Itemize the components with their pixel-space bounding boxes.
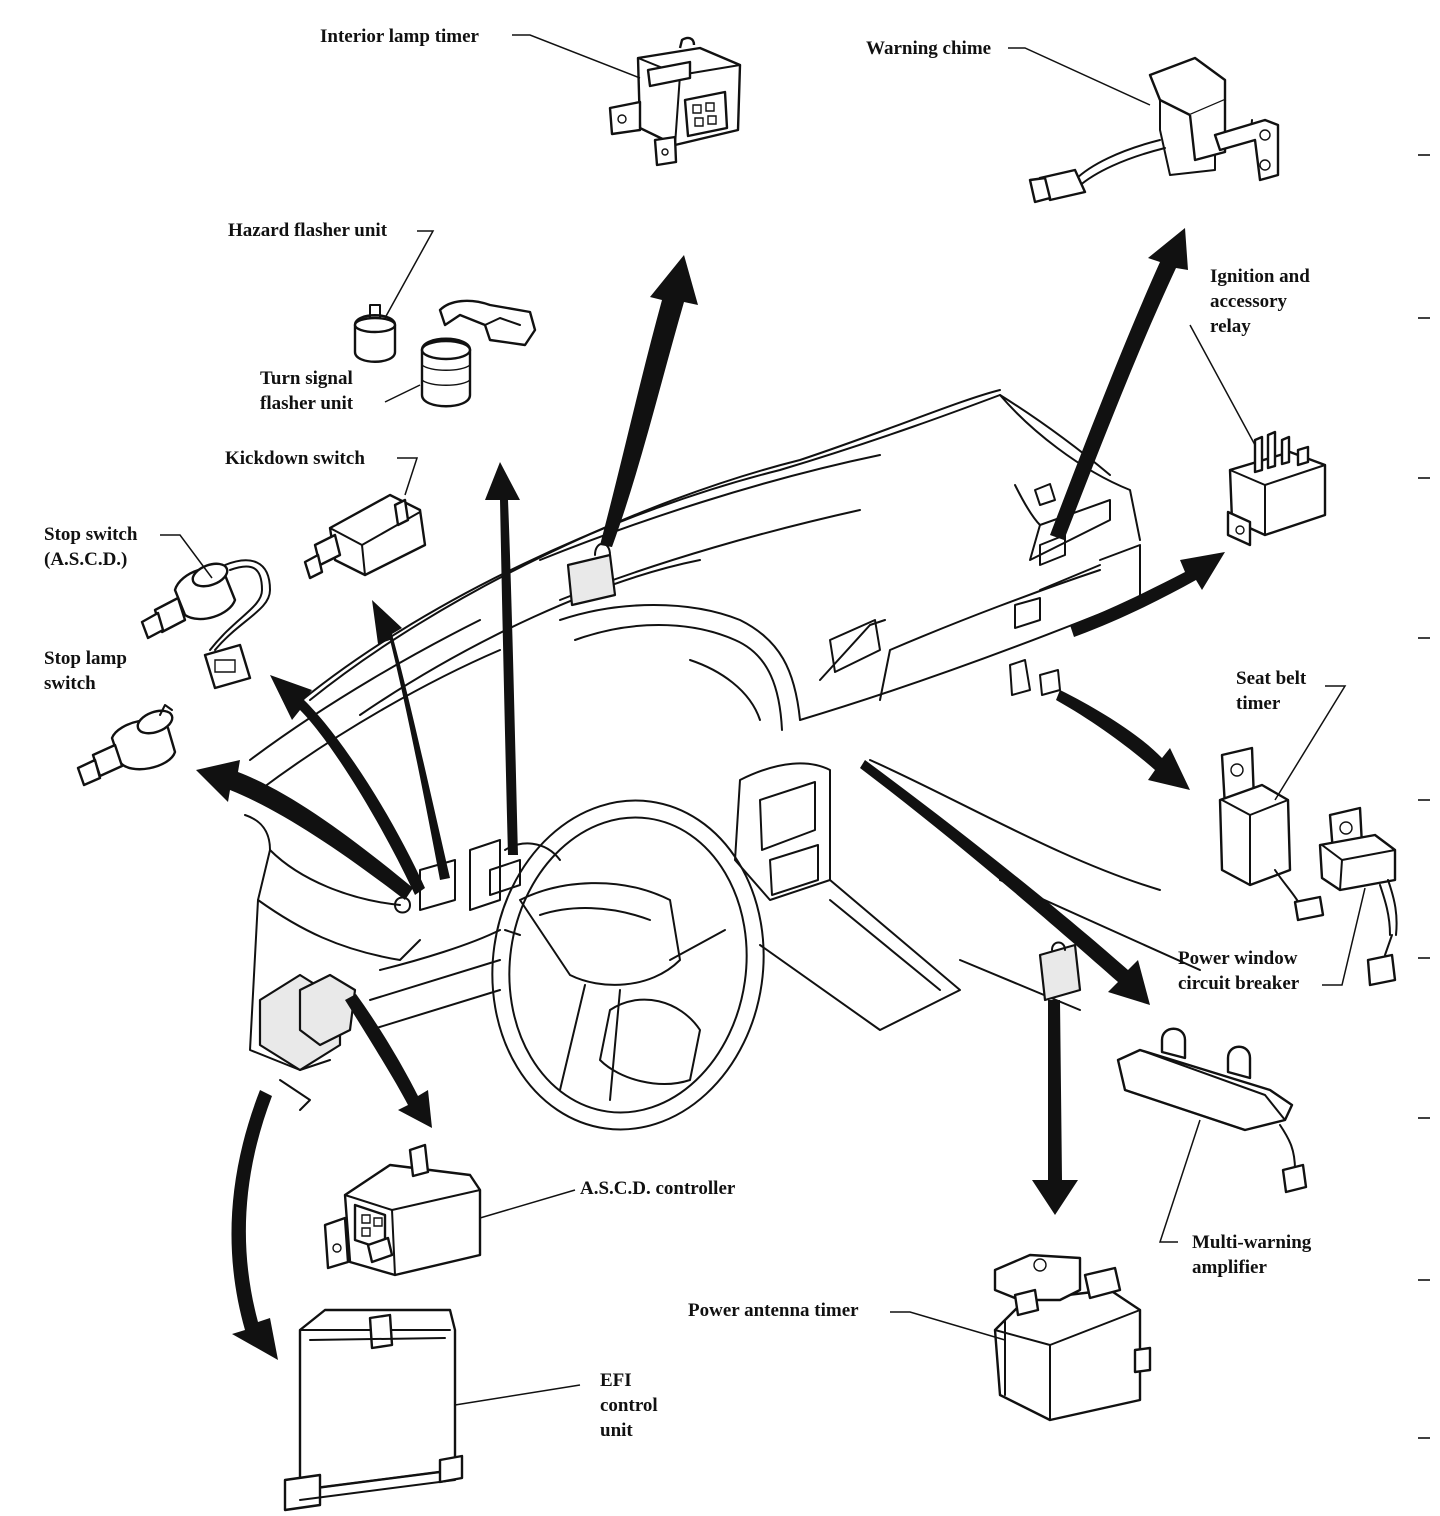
dashboard-outline [244, 389, 1201, 1111]
component-arrows [196, 228, 1225, 1360]
label-multi-warning-amplifier: Multi-warning amplifier [1192, 1230, 1311, 1280]
label-turn-signal-flasher-unit-line2: flasher unit [260, 393, 354, 414]
label-ignition-accessory-relay-line3: relay [1210, 316, 1251, 337]
label-ignition-accessory-relay-line1: Ignition and [1210, 266, 1310, 287]
label-efi-control-unit-line3: unit [600, 1420, 633, 1441]
label-seat-belt-timer-line1: Seat belt [1236, 668, 1307, 689]
label-stop-lamp-switch-line1: Stop lamp [44, 648, 127, 669]
label-seat-belt-timer-line2: timer [1236, 693, 1281, 714]
turn-signal-flasher-unit-part [420, 337, 472, 408]
label-stop-lamp-switch: Stop lamp switch [44, 646, 127, 696]
label-hazard-flasher-unit: Hazard flasher unit [228, 220, 388, 241]
ascd-controller-part [323, 1143, 482, 1277]
hazard-flasher-unit-part [353, 304, 397, 363]
label-power-window-circuit-breaker: Power window circuit breaker [1178, 946, 1299, 996]
warning-chime-part [1028, 56, 1280, 204]
label-interior-lamp-timer: Interior lamp timer [320, 26, 479, 47]
stop-lamp-switch-part [76, 704, 177, 787]
leader-lines [160, 34, 1366, 1406]
label-efi-control-unit: EFI control unit [600, 1368, 658, 1443]
label-seat-belt-timer: Seat belt timer [1236, 666, 1306, 716]
flasher-bracket-part [438, 299, 537, 347]
label-ignition-accessory-relay-line2: accessory [1210, 291, 1288, 312]
stop-switch-ascd-part [140, 559, 271, 690]
label-turn-signal-flasher-unit: Turn signal flasher unit [260, 366, 353, 416]
seat-belt-timer-part [1218, 746, 1325, 922]
ignition-accessory-relay-part [1226, 430, 1327, 547]
label-ignition-accessory-relay: Ignition and accessory relay [1210, 264, 1310, 339]
label-stop-switch-ascd-line2: (A.S.C.D.) [44, 549, 128, 570]
margin-ticks [1418, 154, 1430, 1439]
interior-lamp-timer-part [608, 36, 742, 167]
efi-control-unit-part [283, 1308, 464, 1512]
kickdown-switch-part [303, 493, 427, 580]
power-window-circuit-breaker-part [1318, 806, 1398, 987]
label-efi-control-unit-line2: control [600, 1395, 658, 1416]
label-ascd-controller: A.S.C.D. controller [580, 1178, 736, 1199]
label-turn-signal-flasher-unit-line1: Turn signal [260, 368, 353, 389]
steering-wheel [491, 799, 765, 1131]
multi-warning-amplifier-part [1116, 1027, 1308, 1194]
power-antenna-timer-part [993, 1253, 1152, 1422]
label-power-window-circuit-breaker-line2: circuit breaker [1178, 973, 1300, 994]
label-warning-chime: Warning chime [866, 38, 992, 59]
label-multi-warning-amplifier-line1: Multi-warning [1192, 1232, 1312, 1253]
label-power-window-circuit-breaker-line1: Power window [1178, 948, 1298, 969]
label-stop-switch-ascd-line1: Stop switch [44, 524, 138, 545]
label-efi-control-unit-line1: EFI [600, 1370, 632, 1391]
label-multi-warning-amplifier-line2: amplifier [1192, 1257, 1267, 1278]
label-kickdown-switch: Kickdown switch [225, 448, 365, 469]
label-stop-switch-ascd: Stop switch (A.S.C.D.) [44, 522, 137, 572]
label-stop-lamp-switch-line2: switch [44, 673, 96, 694]
label-power-antenna-timer: Power antenna timer [688, 1300, 859, 1321]
